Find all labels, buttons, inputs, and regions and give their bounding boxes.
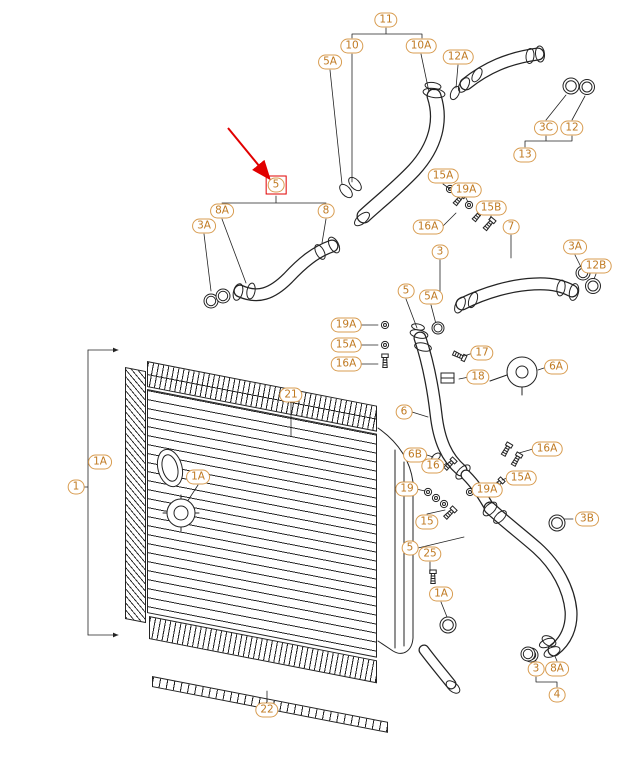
callout-6[interactable]: 6 [395,404,413,420]
callout-15a[interactable]: 15A [330,337,362,353]
callout-6a[interactable]: 6A [544,359,568,375]
callout-3b[interactable]: 3B [575,511,599,527]
callout-12a[interactable]: 12A [442,49,474,65]
callout-15[interactable]: 15 [415,514,439,530]
callout-3c[interactable]: 3C [533,120,559,136]
callout-3[interactable]: 3 [527,661,545,677]
callout-5a[interactable]: 5A [318,54,342,70]
callout-1[interactable]: 1 [67,479,85,495]
callout-5a[interactable]: 5A [419,289,443,305]
callout-15b[interactable]: 15B [475,200,507,216]
callout-5[interactable]: 5 [401,540,419,556]
callout-8a[interactable]: 8A [210,203,234,219]
callout-5-highlighted[interactable]: 5 [265,175,287,195]
callout-21[interactable]: 21 [279,387,303,403]
callout-3[interactable]: 3 [431,244,449,260]
callout-8[interactable]: 8 [317,203,335,219]
highlight-arrow-line [227,127,271,181]
callout-18[interactable]: 18 [466,369,490,385]
callout-19a[interactable]: 19A [471,482,503,498]
callout-16a[interactable]: 16A [330,356,362,372]
callout-4[interactable]: 4 [548,687,566,703]
callout-22[interactable]: 22 [255,702,279,718]
callout-11[interactable]: 11 [374,12,398,28]
callout-12b[interactable]: 12B [580,258,612,274]
callout-19a[interactable]: 19A [330,317,362,333]
callout-15a[interactable]: 15A [505,470,537,486]
callout-25[interactable]: 25 [418,546,442,562]
callout-1a[interactable]: 1A [88,454,112,470]
callout-13[interactable]: 13 [513,147,537,163]
callout-1a[interactable]: 1A [186,469,210,485]
callout-16a[interactable]: 16A [412,219,444,235]
callout-3a[interactable]: 3A [563,239,587,255]
callout-15a[interactable]: 15A [427,168,459,184]
callout-7[interactable]: 7 [502,219,520,235]
callout-6b[interactable]: 6B [403,447,427,463]
callout-8a[interactable]: 8A [545,661,569,677]
callout-5[interactable]: 5 [397,283,415,299]
callout-19a[interactable]: 19A [450,182,482,198]
callout-19[interactable]: 19 [395,481,419,497]
callout-16[interactable]: 16 [421,458,445,474]
callout-12[interactable]: 12 [560,120,584,136]
callout-3a[interactable]: 3A [192,218,216,234]
callout-17[interactable]: 17 [470,345,494,361]
callout-1a[interactable]: 1A [429,586,453,602]
callout-10[interactable]: 10 [340,38,364,54]
callout-16a[interactable]: 16A [531,441,563,457]
callout-10a[interactable]: 10A [405,38,437,54]
